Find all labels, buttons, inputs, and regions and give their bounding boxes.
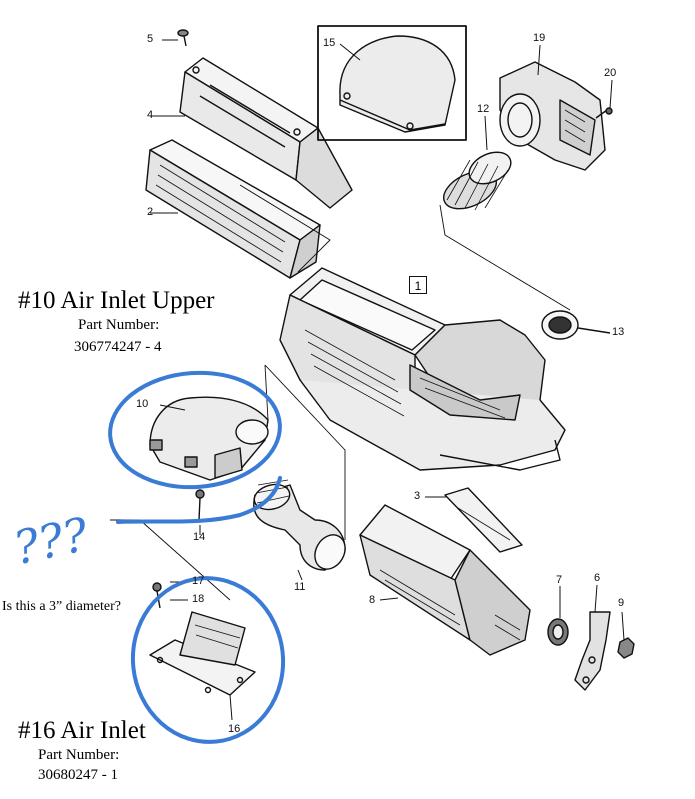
callout-9: 9 [618,597,625,609]
callout-10: 10 [136,398,149,410]
part-15-frame [317,25,467,141]
part-14-screw [195,489,205,521]
callout-17: 17 [192,575,205,587]
callout-12: 12 [477,103,490,115]
upper-inlet-pn-label: Part Number: [78,317,160,333]
callout-6: 6 [594,572,601,584]
part-9-nut [617,637,635,659]
callout-1: 1 [409,276,427,294]
part-4-filter-lid [179,57,353,209]
part-19-housing [499,61,606,171]
part-13-ring [541,310,611,340]
markup [108,370,286,744]
lower-inlet-pn-label: Part Number: [38,747,120,763]
upper-inlet-title: #10 Air Inlet Upper [18,287,215,314]
markup-circle-upper [108,370,282,490]
callout-4: 4 [147,109,154,121]
callout-7: 7 [556,574,563,586]
callout-8: 8 [369,594,376,606]
part-8-resonator [359,504,531,656]
upper-inlet-pn: 306774247 - 4 [74,339,162,355]
part-3-plate [444,487,523,553]
part-16-air-inlet [149,611,256,696]
lower-inlet-title: #16 Air Inlet [18,717,146,744]
callout-5: 5 [147,33,154,45]
part-1-air-box [279,267,566,471]
diameter-question: Is this a 3” diameter? [2,599,121,614]
part-5-screw [177,29,189,47]
part-20-bolt [595,107,613,119]
callout-15: 15 [323,37,336,49]
part-7-grommet [547,618,569,646]
callout-11: 11 [294,581,306,593]
callout-2: 2 [147,206,154,218]
callout-14: 14 [193,531,206,543]
callout-20: 20 [604,67,617,79]
callout-18: 18 [192,593,205,605]
question-marks: ??? [9,506,93,576]
part-2-filter-element [145,139,321,279]
part-10-air-inlet-upper [149,396,269,481]
markup-stroke [116,476,282,524]
callout-3: 3 [414,490,421,502]
part-6-bracket [574,611,611,691]
markup-circle-lower [130,576,286,744]
callout-16: 16 [228,723,241,735]
part-12-bellows [443,151,512,211]
part-11-elbow-hose [253,479,346,571]
callout-13: 13 [612,326,625,338]
callout-19: 19 [533,32,546,44]
lower-inlet-pn: 30680247 - 1 [38,767,118,783]
